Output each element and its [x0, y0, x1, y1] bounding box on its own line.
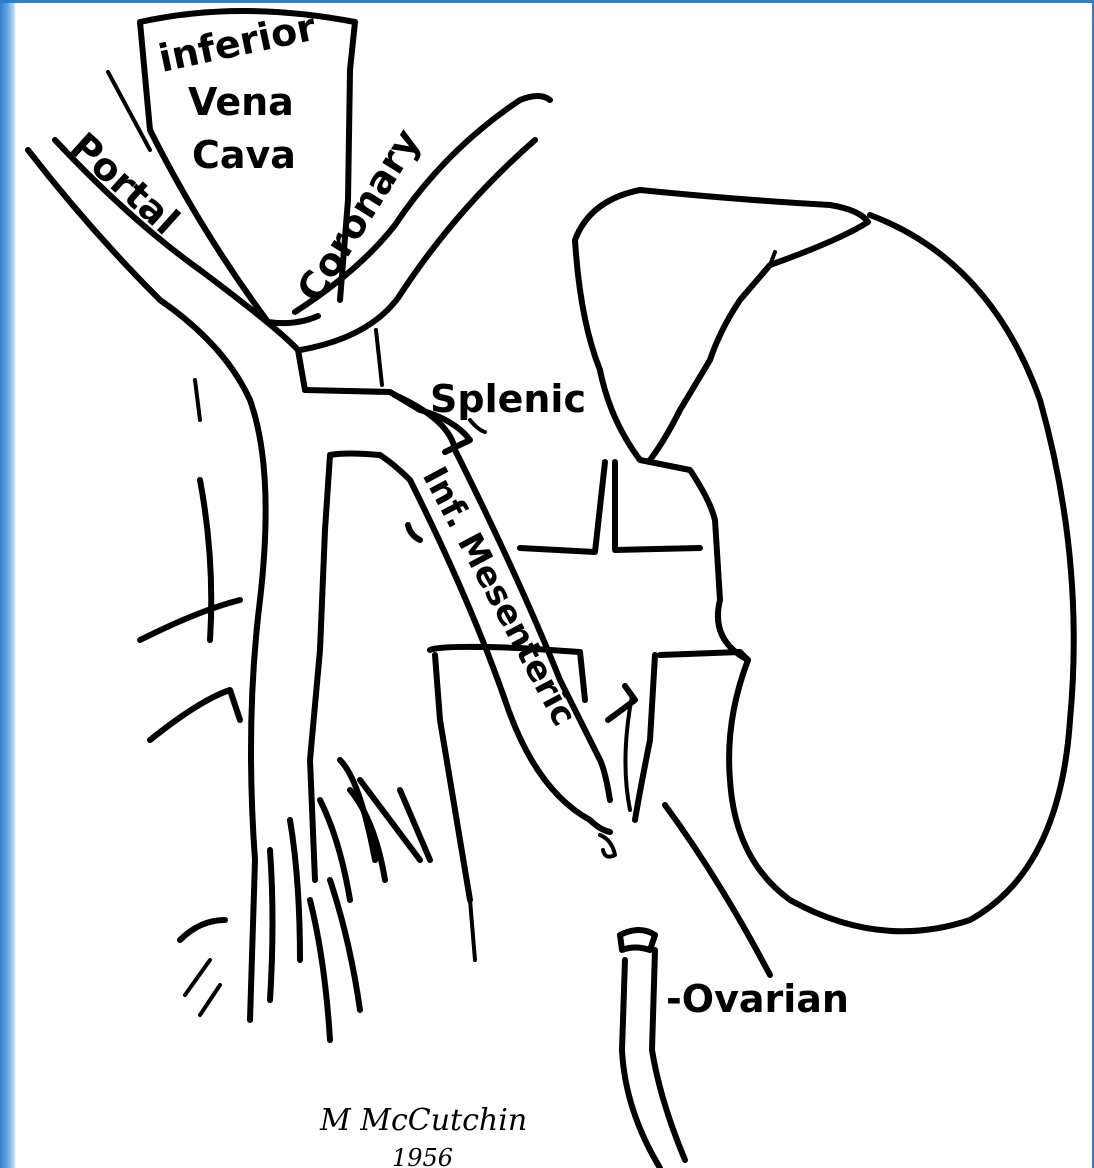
artist-signature: M McCutchin [319, 1103, 527, 1138]
portal-vein-outline [28, 140, 470, 1020]
label-ovarian: -Ovarian [666, 977, 849, 1021]
label-inferior-vena-cava-3: Cava [192, 133, 296, 177]
label-inferior-vena-cava-2: Vena [188, 80, 294, 124]
kidney-outline [575, 190, 1074, 931]
label-portal: Portal [62, 124, 188, 243]
signature-year: 1956 [392, 1144, 453, 1168]
label-splenic: Splenic [430, 377, 586, 421]
